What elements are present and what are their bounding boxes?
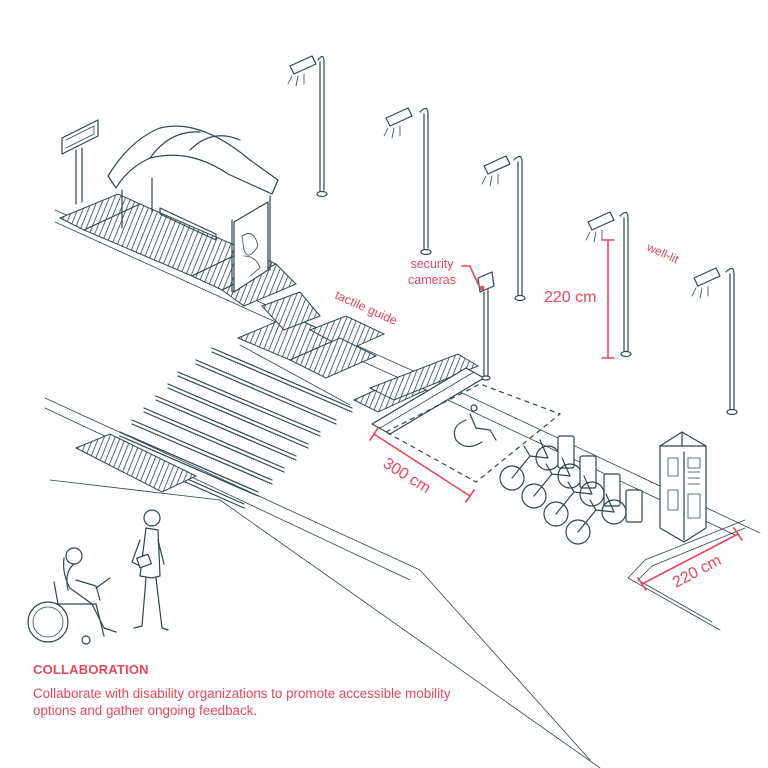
ticket-kiosk [659,431,707,543]
label-220cm-height: 220 cm [544,289,596,306]
bike-1 [499,435,575,491]
label-300cm-length: 300 cm [380,455,434,497]
street-lamp-1 [287,55,328,198]
bus-shelter [107,125,279,293]
dimension-300-length [369,427,475,503]
security-camera [477,271,495,381]
label-220cm-width: 220 cm [670,552,724,592]
street-lamp-3 [481,155,526,302]
label-well-lit: well-lit [644,240,682,267]
caption-body: Collaborate with disability organization… [33,686,451,718]
wheelchair-accessibility-symbol [453,404,497,448]
bike-2 [521,455,597,509]
dimension-220-width [637,527,743,591]
street-lamp-2 [383,107,432,256]
street-lamp-5 [691,267,738,416]
camera-callout-line [461,265,479,285]
crosswalk [107,347,353,509]
bike-4 [565,489,643,545]
label-security-cameras-line2: cameras [408,273,456,287]
accessible-parking-space [384,383,562,483]
standing-person [131,509,169,631]
street-lamp-4 [585,211,632,358]
sign-post [61,119,99,205]
caption-title: COLLABORATION [33,662,149,677]
label-security-cameras-line1: security [410,257,454,271]
tactile-paving [58,193,480,493]
wheelchair-user [27,547,117,645]
dimension-220-height [601,239,615,359]
bike-share-dock [499,435,643,545]
